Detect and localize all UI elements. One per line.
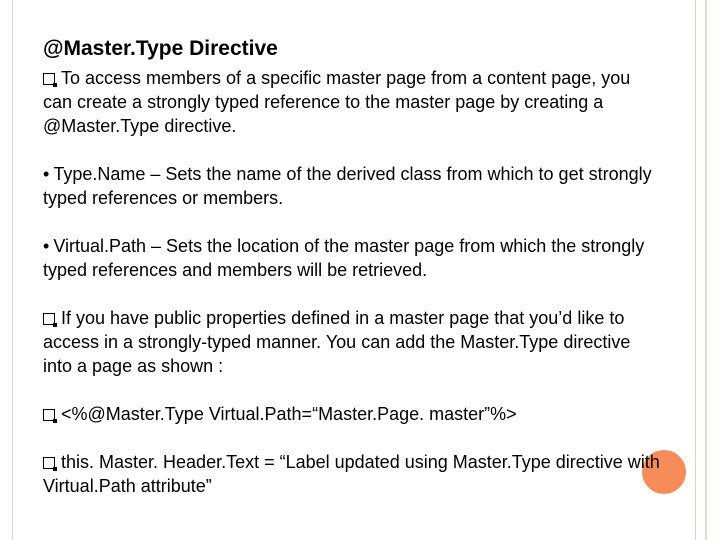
paragraph-text: <%@Master.Type Virtual.Path=“Master.Page…	[61, 404, 517, 424]
square-bullet-icon	[43, 73, 57, 87]
paragraph-6: this. Master. Header.Text = “Label updat…	[43, 450, 663, 498]
paragraph-text: this. Master. Header.Text = “Label updat…	[43, 452, 660, 496]
slide-content: @Master.Type Directive To access members…	[43, 36, 663, 498]
paragraph-text: If you have public properties defined in…	[43, 308, 631, 376]
decorative-circle	[642, 450, 686, 494]
dot-bullet-icon: •	[43, 164, 50, 184]
dot-bullet-icon: •	[43, 236, 50, 256]
paragraph-3: •Virtual.Path – Sets the location of the…	[43, 234, 663, 282]
paragraph-2: •Type.Name – Sets the name of the derive…	[43, 162, 663, 210]
slide-frame	[12, 0, 696, 540]
paragraph-5: <%@Master.Type Virtual.Path=“Master.Page…	[43, 402, 663, 426]
paragraph-1: To access members of a specific master p…	[43, 66, 663, 138]
paragraph-4: If you have public properties defined in…	[43, 306, 663, 378]
square-bullet-icon	[43, 313, 57, 327]
decorative-stripe	[705, 0, 707, 540]
slide-title: @Master.Type Directive	[43, 37, 278, 60]
square-bullet-icon	[43, 457, 57, 471]
square-bullet-icon	[43, 409, 57, 423]
paragraph-text: To access members of a specific master p…	[43, 68, 631, 136]
paragraph-text: Virtual.Path – Sets the location of the …	[43, 236, 645, 280]
paragraph-text: Type.Name – Sets the name of the derived…	[43, 164, 652, 208]
